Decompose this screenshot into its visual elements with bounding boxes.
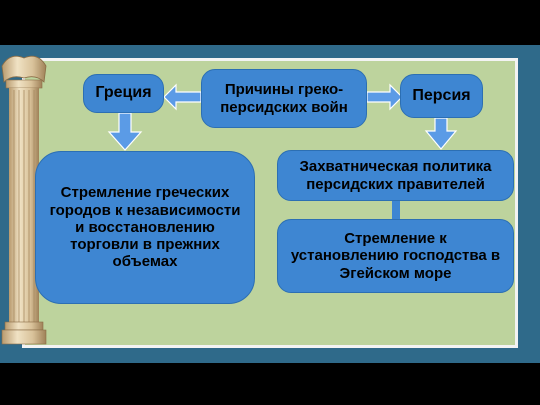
greek-column-icon: [1, 55, 47, 345]
persia-detail-box-2: Стремление к установлению господства в Э…: [277, 219, 514, 293]
greece-detail-label: Стремление греческих городов к независим…: [49, 184, 241, 271]
connector-right: [392, 200, 400, 220]
greece-box-label: Греция: [95, 84, 152, 102]
arrow-greece-down: [107, 112, 143, 151]
arrow-persia-down: [424, 117, 458, 150]
arrow-to-greece: [163, 83, 202, 111]
persia-box: Персия: [400, 74, 483, 118]
persia-detail-box-1: Захватническая политика персидских прави…: [277, 150, 514, 201]
greece-detail-box: Стремление греческих городов к независим…: [35, 151, 255, 304]
persia-detail-label-1: Захватническая политика персидских прави…: [299, 158, 492, 193]
persia-detail-label-2: Стремление к установлению господства в Э…: [290, 230, 501, 282]
center-box-label: Причины греко-персидских войн: [220, 81, 348, 116]
center-box: Причины греко-персидских войн: [201, 69, 367, 128]
persia-box-label: Персия: [412, 86, 471, 104]
arrow-to-persia: [366, 83, 403, 111]
greece-box: Греция: [83, 74, 164, 113]
